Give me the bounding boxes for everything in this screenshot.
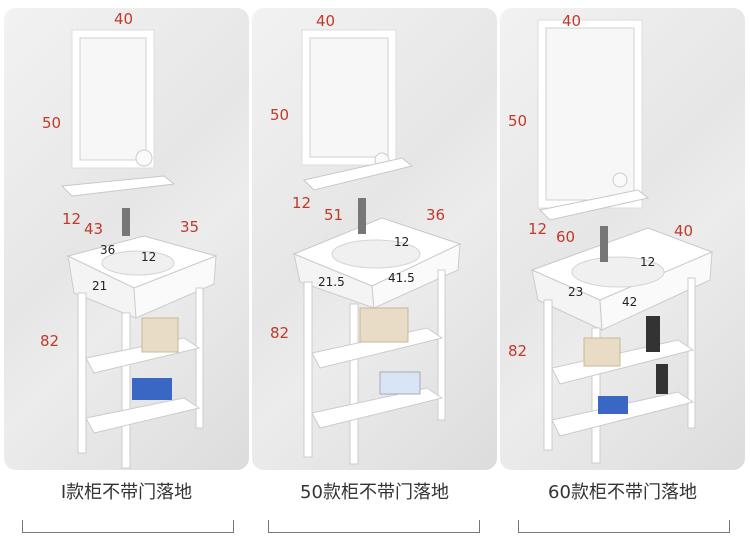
product-caption-3: 60款柜不带门落地: [548, 482, 697, 503]
dim-basin-width: 42: [622, 295, 637, 309]
caption-divider-3: [518, 520, 730, 533]
basin-bowl: [571, 256, 665, 288]
product-photo-2: 40 50 12 51 36 41.5 21.5 12 82: [252, 8, 497, 470]
caption-divider-2: [268, 520, 480, 533]
basket: [583, 337, 621, 367]
basket: [359, 307, 409, 343]
leg-back-right: [687, 277, 696, 429]
dim-mirror-width: 40: [562, 12, 581, 30]
dim-basin-depth: 23: [568, 285, 583, 299]
faucet-icon: [358, 198, 366, 234]
dim-width: 43: [84, 220, 103, 238]
glass-shelf: [303, 157, 414, 191]
product-photo-3: 40 50 12 60 40 42 23 12 82: [500, 8, 745, 470]
vanity-illustration-2: 40 50 12 51 36 41.5 21.5 12 82: [270, 12, 462, 465]
dim-basin-depth: 21: [92, 279, 107, 293]
leg-front-left: [77, 292, 87, 454]
dim-mirror-height: 50: [270, 106, 289, 124]
glass-shelf: [538, 189, 650, 221]
dim-depth: 40: [674, 222, 693, 240]
product-caption-1: I款柜不带门落地: [60, 482, 193, 503]
dim-shelf-depth: 12: [62, 210, 81, 228]
dim-basin-width: 36: [100, 243, 115, 257]
basin-bowl: [101, 250, 175, 276]
dim-mirror-height: 50: [508, 112, 527, 130]
caption-divider-1: [22, 520, 234, 533]
basket: [141, 317, 179, 353]
dim-mirror-height: 50: [42, 114, 61, 132]
dim-shelf-depth: 12: [528, 220, 547, 238]
bottle-icon: [646, 316, 660, 352]
dim-width: 51: [324, 206, 343, 224]
shelf-bottom: [85, 397, 201, 434]
leg-back-right: [195, 287, 204, 429]
dim-depth: 35: [180, 218, 199, 236]
leg-front-right: [121, 312, 131, 469]
tissue-box: [598, 396, 628, 414]
glass-shelf: [60, 175, 176, 197]
vanity-illustration-1: 40 50 12 43 35 36 21 12 82: [40, 10, 218, 469]
dim-basin-height: 12: [640, 255, 655, 269]
shelf-middle: [551, 339, 695, 385]
leg-front-left: [303, 281, 313, 458]
vanity-illustration-3: 40 50 12 60 40 42 23 12 82: [508, 12, 714, 464]
dim-mirror-width: 40: [114, 10, 133, 28]
soap-icon: [612, 172, 628, 188]
dim-height: 82: [40, 332, 59, 350]
product-caption-2: 50款柜不带门落地: [300, 482, 449, 503]
leg-back-right: [437, 269, 446, 421]
basin-side: [599, 251, 713, 331]
leg-front-right: [349, 303, 359, 465]
dim-shelf-depth: 12: [292, 194, 311, 212]
mirror-glass: [309, 37, 389, 158]
faucet-icon: [600, 226, 608, 262]
leg-front-left: [543, 299, 553, 451]
dim-height: 82: [270, 324, 289, 342]
dim-depth: 36: [426, 206, 445, 224]
leg-front-right: [591, 327, 601, 464]
dim-basin-width: 41.5: [388, 271, 415, 285]
dim-width: 60: [556, 228, 575, 246]
bottle-icon: [656, 364, 668, 394]
dim-mirror-width: 40: [316, 12, 335, 30]
faucet-icon: [122, 208, 130, 236]
basin-bowl: [331, 239, 421, 269]
product-photo-1: 40 50 12 43 35 36 21 12 82: [4, 8, 249, 470]
dim-basin-depth: 21.5: [318, 275, 345, 289]
dim-height: 82: [508, 342, 527, 360]
mirror-glass: [545, 27, 635, 201]
dim-basin-height: 12: [141, 250, 156, 264]
basin-side: [133, 255, 217, 319]
dim-basin-height: 12: [394, 235, 409, 249]
tissue-box: [132, 378, 172, 400]
soap-icon: [135, 149, 153, 167]
tissue-box: [379, 371, 421, 395]
basin-side: [371, 243, 461, 309]
shelf-bottom: [311, 387, 444, 429]
mirror-glass: [79, 37, 147, 161]
